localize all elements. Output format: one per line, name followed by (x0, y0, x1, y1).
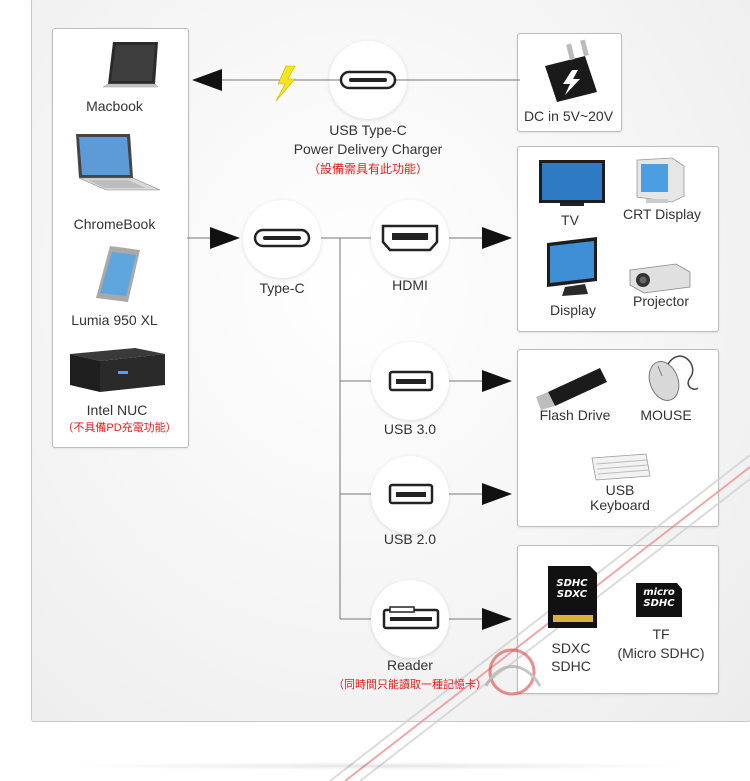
macbook-icon (102, 42, 159, 88)
display-label: Display (550, 302, 596, 318)
keyboard-icon (591, 453, 651, 481)
tf-label-line1: TF (652, 626, 670, 642)
arrow-to-usb3-devices (482, 370, 512, 392)
usb-c-charger-port-icon (339, 70, 397, 90)
tv-label: TV (561, 212, 579, 228)
usb-c-port-icon (253, 228, 311, 248)
lumia-phone-icon (96, 246, 140, 302)
sd-logo-line1: SDHC (556, 578, 588, 589)
chromebook-icon (76, 134, 161, 191)
tv-icon (539, 160, 605, 206)
bottom-shadow (60, 762, 700, 770)
arrow-to-cards (482, 608, 512, 630)
flash-drive-icon (536, 368, 607, 410)
usb2-port-icon (388, 483, 434, 505)
crt-display-label: CRT Display (622, 206, 702, 222)
flash-drive-label: Flash Drive (539, 407, 611, 423)
charger-note: （設備需具有此功能） (307, 162, 428, 176)
crt-display-icon (636, 157, 685, 203)
typec-label: Type-C (259, 280, 305, 296)
micro-logo-line1: micro (643, 587, 675, 598)
sd-card-logo: SDHC SDXC (551, 578, 593, 600)
lumia-label: Lumia 950 XL (71, 312, 158, 328)
micro-logo-line2: SDHC (643, 598, 675, 609)
arrow-to-typec (210, 227, 240, 249)
chromebook-label: ChromeBook (73, 216, 156, 232)
hdmi-port-icon (381, 224, 439, 252)
macbook-label: Macbook (86, 98, 143, 114)
sd-label-line2: SDHC (551, 658, 591, 674)
reader-label: Reader (387, 657, 433, 673)
sd-logo-line2: SDXC (556, 589, 588, 600)
power-input-label: DC in 5V~20V (523, 108, 614, 124)
power-adapter-icon (545, 39, 597, 102)
charger-title-line2: Power Delivery Charger (293, 141, 443, 157)
flat-display-icon (547, 237, 597, 296)
usb3-label: USB 3.0 (383, 421, 437, 437)
usb2-label: USB 2.0 (383, 531, 437, 547)
usb-devices-panel (517, 349, 719, 527)
arrow-to-macbook (192, 69, 222, 91)
nuc-note: （不具備PD充電功能） (62, 422, 177, 434)
microsd-card-icon (636, 583, 682, 617)
microsd-card-logo: micro SDHC (636, 587, 682, 609)
lightning-bolt-icon (275, 65, 296, 102)
charger-title-line1: USB Type-C (329, 122, 407, 138)
projector-icon (629, 263, 691, 294)
arrow-to-displays (482, 227, 512, 249)
intel-nuc-icon (70, 348, 165, 392)
card-reader-slot-icon (382, 606, 440, 630)
usb3-port-icon (388, 370, 434, 392)
tf-label-line2: (Micro SDHC) (617, 645, 705, 661)
reader-note: （同時間只能讀取一種記憶卡） (333, 679, 487, 691)
arrow-to-usb2-devices (482, 483, 512, 505)
hdmi-label: HDMI (392, 277, 428, 293)
watermark-stripes (329, 454, 750, 781)
watermark-logo (484, 648, 542, 696)
keyboard-label-line1: USB (605, 482, 635, 498)
sd-label-line1: SDXC (551, 640, 591, 656)
mouse-label: MOUSE (640, 407, 692, 423)
sd-card-icon (548, 566, 597, 628)
keyboard-label-line2: Keyboard (590, 497, 650, 513)
nuc-label: Intel NUC (86, 402, 148, 418)
projector-label: Projector (632, 293, 690, 309)
mouse-icon (648, 355, 699, 401)
